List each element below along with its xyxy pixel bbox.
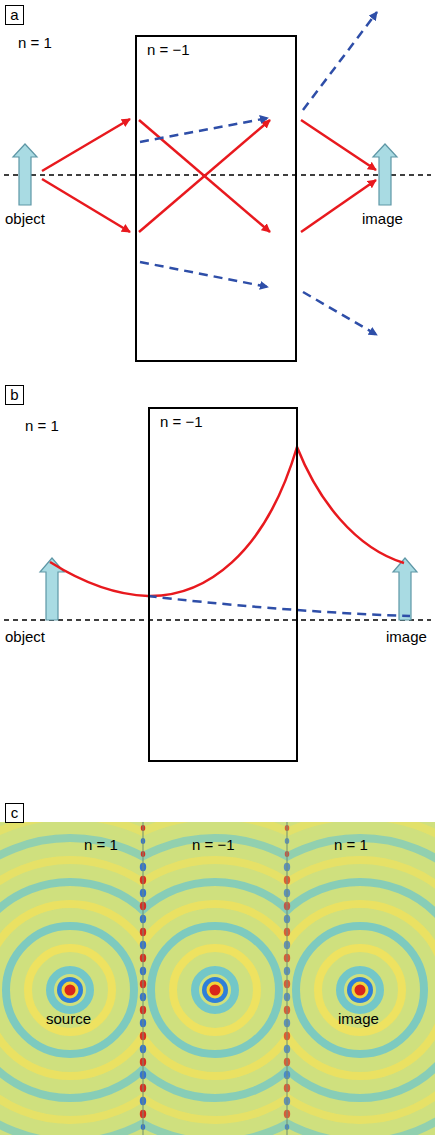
image-arrow [373,144,397,205]
panel-letter: a [6,6,23,24]
index-label: n = 1 [84,836,118,854]
negative-index-slab: n = −1 [135,35,297,362]
source-label: source [46,1010,91,1028]
index-label: n = −1 [147,41,190,59]
interface-dots [140,825,290,1130]
panel-label: a [5,5,24,25]
object-label: object [5,628,45,646]
red-rays [42,119,376,232]
index-label: n = 1 [25,417,59,435]
interface-line [287,822,288,1135]
image-label: image [338,1010,379,1028]
panel-label: c [5,803,24,823]
index-label: n = −1 [192,836,235,854]
object-label: object [5,210,45,228]
panel-letter: c [6,804,23,822]
image-label: image [386,628,427,646]
optical-axis [4,619,431,621]
image-arrow [393,558,417,620]
interface-line [143,822,144,1135]
index-label: n = −1 [160,413,203,431]
optical-axis [4,174,431,176]
field-rings [0,574,435,1135]
blue-rays [140,12,377,335]
panel-letter: b [6,386,23,404]
panel-label: b [5,385,24,405]
field-cores [57,977,373,1003]
image-label: image [362,210,403,228]
evanescent-wave [50,447,404,596]
index-label: n = 1 [334,836,368,854]
object-arrow [13,144,37,205]
field-ground [0,822,435,1135]
negative-index-slab: n = −1 [148,407,298,762]
decaying-wave [148,596,410,616]
index-label: n = 1 [18,34,52,52]
